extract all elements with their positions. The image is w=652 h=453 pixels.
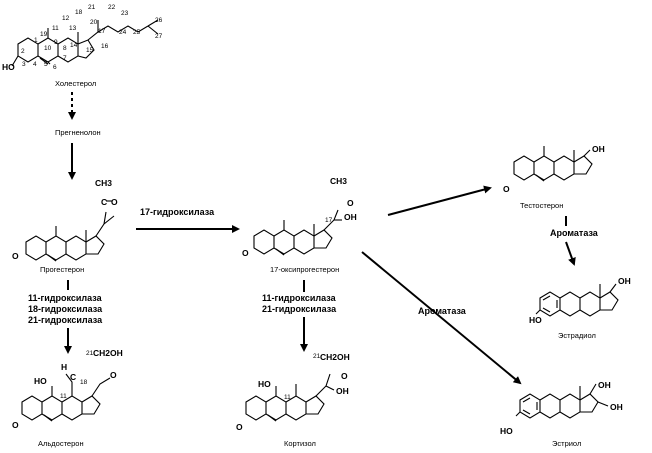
- cortisol-label: Кортизол: [284, 439, 316, 448]
- c-num-18: 18: [75, 9, 83, 16]
- c-num-19: 19: [40, 31, 48, 38]
- estriol-label: Эстриол: [552, 439, 581, 448]
- oh-prog-oh-label: OH: [344, 212, 357, 222]
- progesterone-label: Прогестерон: [40, 265, 84, 274]
- c-num-3: 3: [22, 61, 26, 68]
- c-num-25: 25: [133, 29, 141, 36]
- cortisol-structure: [245, 373, 335, 422]
- cortisol-21-label: 21: [313, 353, 321, 360]
- c-num-1: 1: [34, 37, 38, 44]
- aldosterone-label: Альдостерон: [38, 439, 84, 448]
- cortisol-o-label: O: [341, 371, 348, 381]
- c-num-17: 17: [98, 28, 106, 35]
- enzyme-left-2: 18-гидроксилаза: [28, 304, 103, 314]
- oh-progesterone-structure: [253, 209, 342, 256]
- c-num-23: 23: [121, 10, 129, 17]
- c-num-11: 11: [52, 25, 59, 32]
- estradiol-oh-label: OH: [618, 276, 631, 286]
- c-num-14: 14: [70, 42, 78, 49]
- cholesterol-ho-label: HO: [2, 62, 15, 72]
- progesterone-c-label: C: [101, 197, 107, 207]
- cortisol-oh-label: OH: [336, 386, 349, 396]
- estradiol-structure: [535, 283, 619, 317]
- testosterone-structure: [513, 146, 593, 182]
- aldosterone-o-ring-label: O: [12, 420, 19, 430]
- c-num-13: 13: [69, 25, 77, 32]
- aldosterone-h-label: H: [61, 362, 67, 372]
- c-num-24: 24: [119, 29, 127, 36]
- oh-progesterone-label: 17-оксипрогестерон: [270, 265, 339, 274]
- c-num-27: 27: [155, 33, 163, 40]
- estradiol-label: Эстрадиол: [558, 331, 596, 340]
- arrow-to-estradiol: [565, 241, 576, 266]
- oh-prog-17-label: 17: [325, 217, 333, 224]
- arrow-17oh-to-estriol: [361, 251, 522, 385]
- oh-prog-o-label: O: [347, 198, 354, 208]
- c-num-22: 22: [108, 4, 116, 11]
- arrow-17oh-to-testosterone: [387, 185, 492, 216]
- cholesterol-label: Холестерол: [55, 79, 96, 88]
- estriol-oh-label-top: OH: [598, 380, 611, 390]
- aldosterone-21-label: 21: [86, 350, 94, 357]
- c-num-6: 6: [53, 64, 57, 71]
- c-num-20: 20: [90, 19, 98, 26]
- cortisol-ho-label: HO: [258, 379, 271, 389]
- aldosterone-11-label: 11: [60, 393, 67, 400]
- enzyme-mid-1: 11-гидроксилаза: [262, 293, 337, 303]
- c-num-10: 10: [44, 45, 52, 52]
- c-num-7: 7: [63, 55, 67, 62]
- c-num-16: 16: [101, 43, 109, 50]
- c-num-2: 2: [21, 48, 25, 55]
- enzyme-mid-2: 21-гидроксилаза: [262, 304, 337, 314]
- aldosterone-structure: [21, 373, 111, 422]
- cortisol-11-label: 11: [284, 394, 291, 401]
- estradiol-ho-label: HO: [529, 315, 542, 325]
- c-num-21: 21: [88, 4, 96, 11]
- c-num-4: 4: [33, 61, 37, 68]
- oh-prog-o-ring-label: O: [242, 248, 249, 258]
- cholesterol-structure: [11, 19, 159, 67]
- testosterone-oh-label: OH: [592, 144, 605, 154]
- estriol-oh-label-bottom: OH: [610, 402, 623, 412]
- c-num-8: 8: [63, 45, 67, 52]
- progesterone-o-label: O: [111, 197, 118, 207]
- aldosterone-c-label: C: [70, 372, 76, 382]
- cortisol-ch2oh-label: CH2OH: [320, 352, 350, 362]
- enzyme-aromatase-diagonal: Ароматаза: [418, 306, 467, 316]
- c-num-26: 26: [155, 17, 163, 24]
- estriol-ho-label: HO: [500, 426, 513, 436]
- progesterone-o-ring-label: O: [12, 251, 19, 261]
- estriol-structure: [515, 383, 609, 419]
- c-num-9: 9: [54, 39, 58, 46]
- pregnenolone-label: Прегненолон: [55, 128, 101, 137]
- aldosterone-ho-label: HO: [34, 376, 47, 386]
- testosterone-label: Тестостерон: [520, 201, 563, 210]
- enzyme-left-3: 21-гидроксилаза: [28, 315, 103, 325]
- cortisol-o-ring-label: O: [236, 422, 243, 432]
- enzyme-aromatase-right: Ароматаза: [550, 228, 599, 238]
- c-num-12: 12: [62, 15, 70, 22]
- enzyme-17-hydroxylase: 17-гидроксилаза: [140, 207, 215, 217]
- oh-prog-ch3-label: CH3: [330, 176, 347, 186]
- cholesterol-carbon-numbers: 1 2 3 4 5 6 7 8 9 10 11 12 13 14 15 16 1…: [21, 4, 163, 71]
- aldosterone-ch2oh-label: CH2OH: [93, 348, 123, 358]
- progesterone-structure: [25, 211, 115, 262]
- enzyme-left-1: 11-гидроксилаза: [28, 293, 103, 303]
- aldosterone-o-label: O: [110, 370, 117, 380]
- testosterone-o-label: O: [503, 184, 510, 194]
- c-num-15: 15: [86, 47, 94, 54]
- c-num-5: 5: [44, 61, 48, 68]
- progesterone-ch3-label: CH3: [95, 178, 112, 188]
- aldosterone-18-label: 18: [80, 379, 88, 386]
